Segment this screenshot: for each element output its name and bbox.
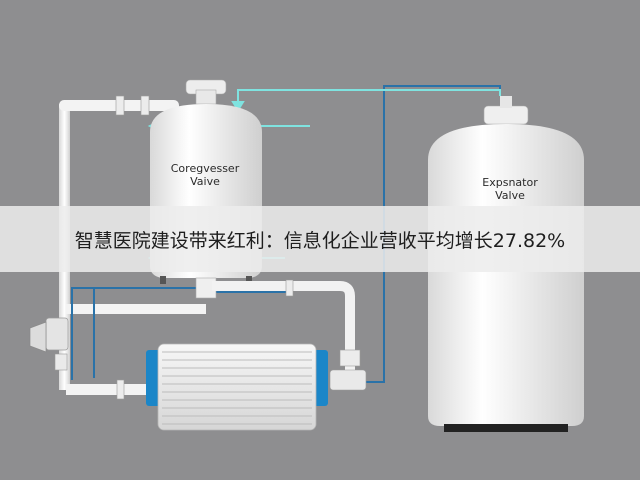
right-pipe — [212, 279, 367, 391]
expansion-label: Expsnator Valve — [455, 176, 565, 202]
expansion-label-line2: Valve — [495, 189, 525, 202]
headline-text: 智慧医院建设带来红利：信息化企业营收平均增长27.82% — [74, 229, 566, 252]
condenser-unit — [146, 343, 328, 431]
headline-banner: 智慧医院建设带来红利：信息化企业营收平均增长27.82% — [0, 206, 640, 272]
condenser-fins — [162, 351, 312, 425]
side-valve-icon — [29, 317, 69, 371]
expansion-label-line1: Expsnator — [482, 176, 538, 189]
compressor-label: Coregvesser Vaive — [150, 162, 260, 188]
expansion-tank — [428, 96, 584, 432]
compressor-label-line2: Vaive — [190, 175, 220, 188]
compressor-label-line1: Coregvesser — [170, 162, 240, 175]
